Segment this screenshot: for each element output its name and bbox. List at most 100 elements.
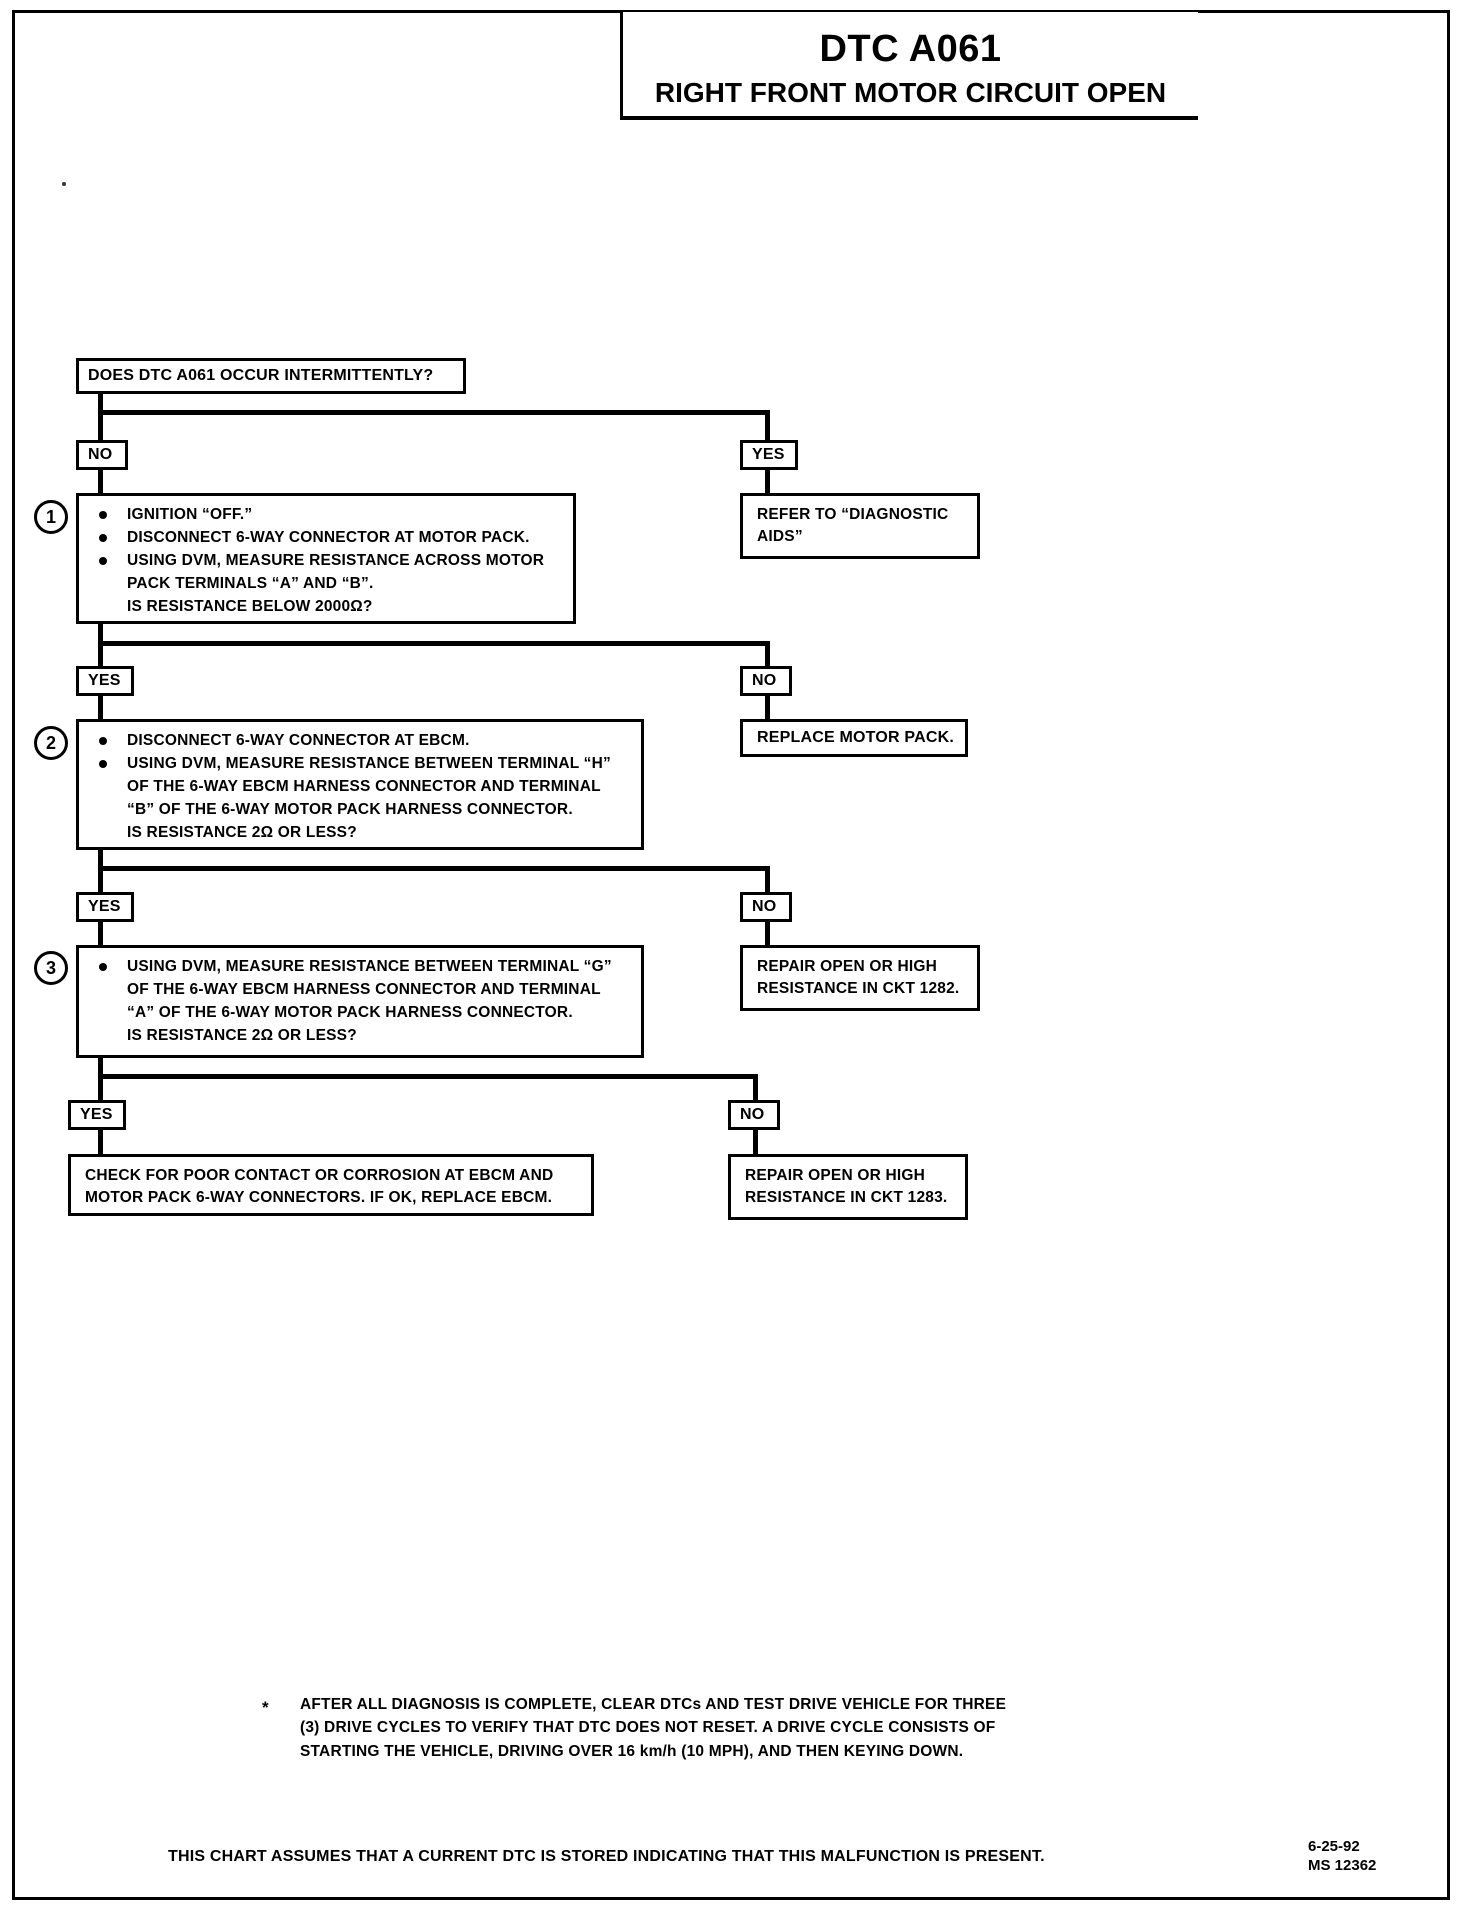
branch-label-yes-1: YES — [740, 440, 798, 470]
step-1-bullet-0: IGNITION “OFF.” — [127, 506, 253, 523]
connector-start-down — [98, 394, 103, 414]
branch-label-yes-4: YES — [68, 1100, 126, 1130]
branch-label-no-4: NO — [728, 1100, 780, 1130]
bullet-dot-icon — [99, 760, 107, 768]
connector-to-no3 — [765, 866, 770, 893]
connector-to-no2 — [765, 641, 770, 668]
connector-step1-down — [98, 624, 103, 646]
step-2-bullets: DISCONNECT 6-WAY CONNECTOR AT EBCM. USIN… — [91, 730, 631, 775]
branch-label-yes-3: YES — [76, 892, 134, 922]
branch-label-no-3-text: NO — [752, 898, 777, 916]
step-1-bullets: IGNITION “OFF.” DISCONNECT 6-WAY CONNECT… — [91, 504, 563, 572]
step-2-cont-1: OF THE 6-WAY EBCM HARNESS CONNECTOR AND … — [127, 778, 601, 795]
connector-to-no1 — [98, 410, 103, 442]
step-3-cont-3: IS RESISTANCE 2Ω OR LESS? — [127, 1027, 357, 1044]
result-repair-1282-line1: REPAIR OPEN OR HIGH — [757, 958, 938, 975]
connector-to-no4 — [753, 1074, 758, 1102]
branch-label-no-2: NO — [740, 666, 792, 696]
bullet-dot-icon — [99, 534, 107, 542]
step-3-cont-2: “A” OF THE 6-WAY MOTOR PACK HARNESS CONN… — [127, 1004, 573, 1021]
bullet-dot-icon — [99, 963, 107, 971]
branch-label-yes-2: YES — [76, 666, 134, 696]
connector-to-yes3 — [98, 866, 103, 893]
step-number-1-text: 1 — [45, 507, 56, 527]
connector-yes3-down — [98, 922, 103, 946]
step-1-cont-2: IS RESISTANCE BELOW 2000Ω? — [127, 598, 373, 615]
connector-to-yes4 — [98, 1074, 103, 1102]
connector-yes4-down — [98, 1130, 103, 1156]
branch-label-no-3: NO — [740, 892, 792, 922]
list-item: DISCONNECT 6-WAY CONNECTOR AT MOTOR PACK… — [91, 527, 563, 549]
footer-note: * AFTER ALL DIAGNOSIS IS COMPLETE, CLEAR… — [262, 1693, 1220, 1763]
result-repair-ckt-1283-box: REPAIR OPEN OR HIGH RESISTANCE IN CKT 12… — [728, 1154, 968, 1220]
document-date: 6-25-92 — [1308, 1838, 1360, 1855]
list-item: USING DVM, MEASURE RESISTANCE ACROSS MOT… — [91, 550, 563, 572]
footer-assumption: THIS CHART ASSUMES THAT A CURRENT DTC IS… — [168, 1848, 1045, 1865]
list-item: IGNITION “OFF.” — [91, 504, 563, 526]
branch-label-yes-1-text: YES — [752, 446, 785, 464]
result-replace-motor-pack-line1: REPLACE MOTOR PACK. — [757, 729, 954, 747]
result-diagnostic-aids-line2: AIDS” — [757, 528, 803, 545]
result-check-contact-box: CHECK FOR POOR CONTACT OR CORROSION AT E… — [68, 1154, 594, 1216]
start-question-box: DOES DTC A061 OCCUR INTERMITTENTLY? — [76, 358, 466, 394]
connector-no2-down — [765, 696, 770, 720]
branch-label-yes-4-text: YES — [80, 1106, 113, 1124]
step-3-bullet-0: USING DVM, MEASURE RESISTANCE BETWEEN TE… — [127, 958, 612, 975]
step-number-3: 3 — [34, 951, 68, 985]
header-block: DTC A061 RIGHT FRONT MOTOR CIRCUIT OPEN — [620, 12, 1198, 120]
page-subtitle: RIGHT FRONT MOTOR CIRCUIT OPEN — [654, 77, 1167, 108]
step-number-1: 1 — [34, 500, 68, 534]
connector-split-3 — [98, 866, 770, 871]
connector-yes1-down — [765, 470, 770, 494]
step-3-cont-1: OF THE 6-WAY EBCM HARNESS CONNECTOR AND … — [127, 981, 601, 998]
result-repair-ckt-1282-box: REPAIR OPEN OR HIGH RESISTANCE IN CKT 12… — [740, 945, 980, 1011]
step-1-bullet-2: USING DVM, MEASURE RESISTANCE ACROSS MOT… — [127, 552, 545, 569]
branch-label-no-2-text: NO — [752, 672, 777, 690]
connector-to-yes1 — [765, 410, 770, 442]
connector-start-split — [98, 410, 770, 415]
connector-step3-down — [98, 1058, 103, 1080]
step-1-cont-1: PACK TERMINALS “A” AND “B”. — [127, 575, 374, 592]
connector-yes2-down — [98, 696, 103, 720]
step-2-cont-2: “B” OF THE 6-WAY MOTOR PACK HARNESS CONN… — [127, 801, 573, 818]
result-replace-motor-pack-box: REPLACE MOTOR PACK. — [740, 719, 968, 757]
result-diagnostic-aids-line1: REFER TO “DIAGNOSTIC — [757, 506, 949, 523]
step-1-bullet-1: DISCONNECT 6-WAY CONNECTOR AT MOTOR PACK… — [127, 529, 530, 546]
bullet-dot-icon — [99, 737, 107, 745]
footnote-star: * — [262, 1698, 269, 1717]
footer-note-line-3: STARTING THE VEHICLE, DRIVING OVER 16 km… — [300, 1742, 964, 1760]
step-2-cont-3: IS RESISTANCE 2Ω OR LESS? — [127, 824, 357, 841]
connector-split-2 — [98, 641, 770, 646]
connector-no1-down — [98, 470, 103, 494]
connector-step2-down — [98, 850, 103, 872]
connector-no3-down — [765, 922, 770, 946]
start-question-text: DOES DTC A061 OCCUR INTERMITTENTLY? — [88, 367, 434, 385]
list-item: USING DVM, MEASURE RESISTANCE BETWEEN TE… — [91, 956, 631, 978]
branch-label-yes-2-text: YES — [88, 672, 121, 690]
step-number-2-text: 2 — [45, 733, 56, 753]
document-meta: 6-25-92 MS 12362 — [1308, 1838, 1376, 1876]
page-border — [12, 10, 1450, 1900]
scan-speck — [62, 182, 66, 186]
branch-label-yes-3-text: YES — [88, 898, 121, 916]
branch-label-no-4-text: NO — [740, 1106, 765, 1124]
result-repair-1282-line2: RESISTANCE IN CKT 1282. — [757, 980, 960, 997]
step-3-box: USING DVM, MEASURE RESISTANCE BETWEEN TE… — [76, 945, 644, 1058]
list-item: USING DVM, MEASURE RESISTANCE BETWEEN TE… — [91, 753, 631, 775]
branch-label-no-1-text: NO — [88, 446, 113, 464]
step-2-box: DISCONNECT 6-WAY CONNECTOR AT EBCM. USIN… — [76, 719, 644, 850]
step-3-bullets: USING DVM, MEASURE RESISTANCE BETWEEN TE… — [91, 956, 631, 978]
connector-no4-down — [753, 1130, 758, 1156]
document-id: MS 12362 — [1308, 1856, 1377, 1874]
step-2-bullet-1: USING DVM, MEASURE RESISTANCE BETWEEN TE… — [127, 755, 611, 772]
list-item: DISCONNECT 6-WAY CONNECTOR AT EBCM. — [91, 730, 631, 752]
result-repair-1283-line1: REPAIR OPEN OR HIGH — [745, 1167, 926, 1184]
connector-to-yes2 — [98, 641, 103, 668]
step-1-box: IGNITION “OFF.” DISCONNECT 6-WAY CONNECT… — [76, 493, 576, 624]
bullet-dot-icon — [99, 511, 107, 519]
step-number-3-text: 3 — [45, 958, 56, 978]
footer-note-line-1: AFTER ALL DIAGNOSIS IS COMPLETE, CLEAR D… — [300, 1696, 1007, 1713]
footer-note-line-2: (3) DRIVE CYCLES TO VERIFY THAT DTC DOES… — [300, 1719, 996, 1737]
result-repair-1283-line2: RESISTANCE IN CKT 1283. — [745, 1189, 948, 1206]
